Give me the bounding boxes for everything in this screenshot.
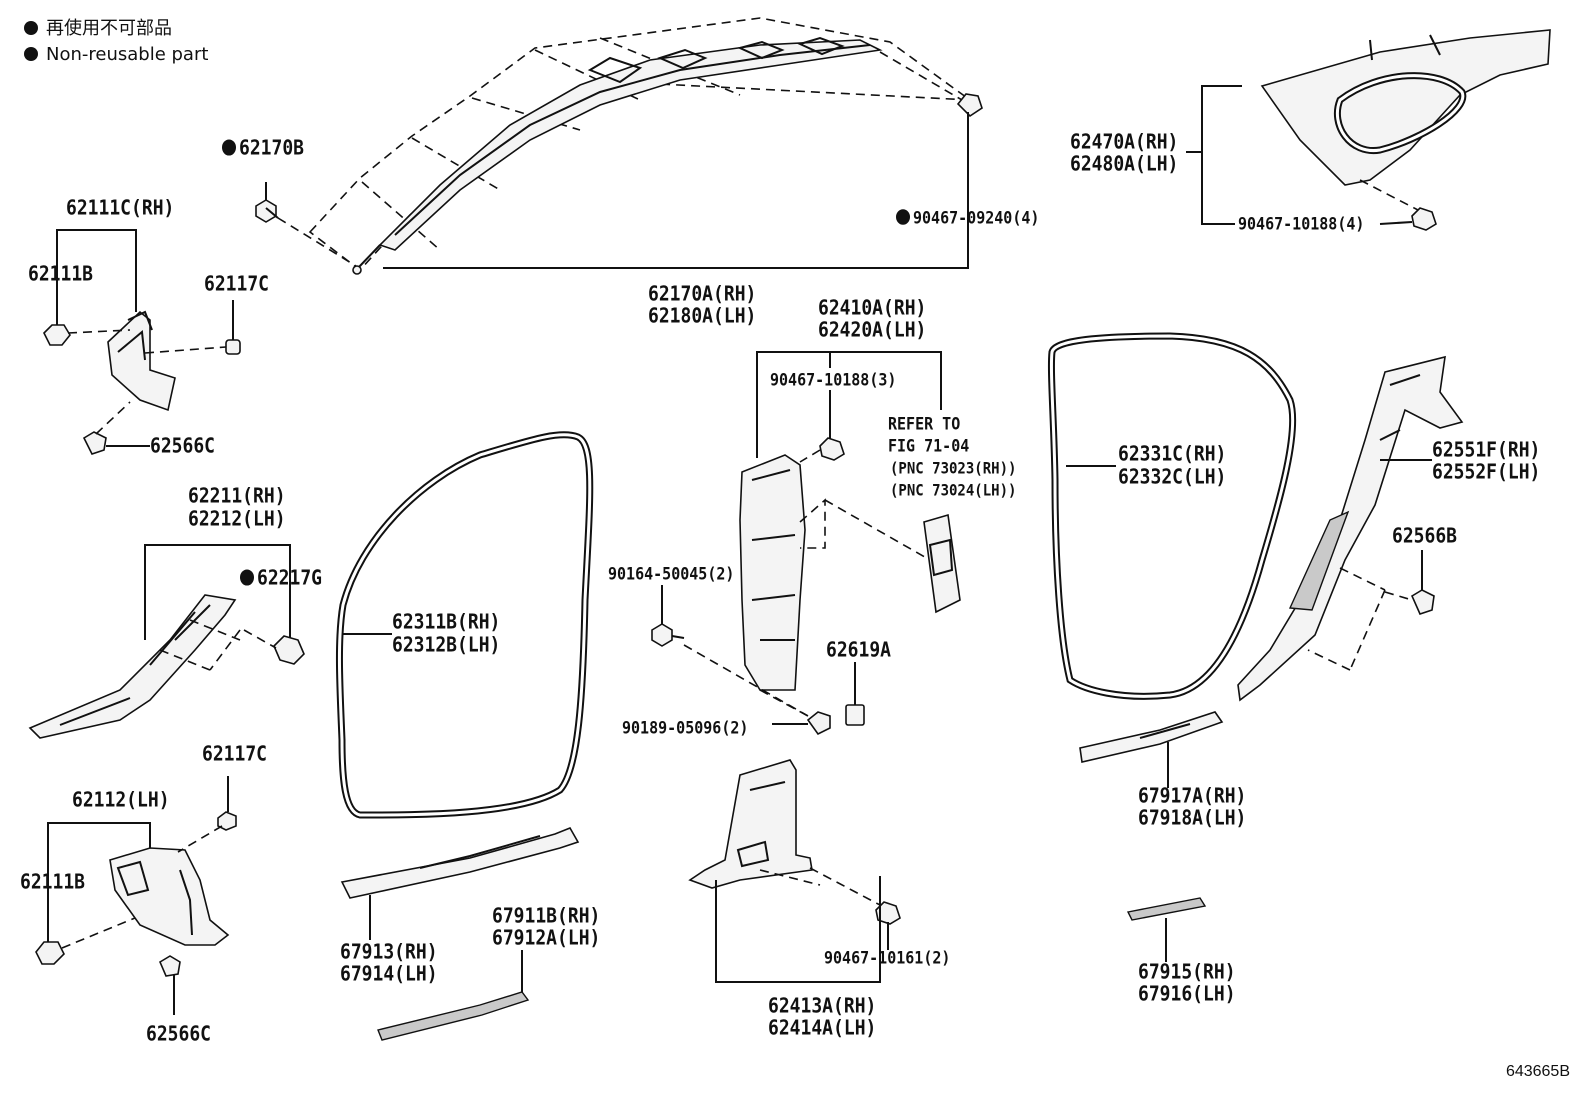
label-67918A-lh: 67918A(LH) xyxy=(1138,806,1247,831)
label-90467-10161: 90467-10161(2) xyxy=(824,948,951,968)
label-62552F-lh: 62552F(LH) xyxy=(1432,460,1541,485)
refer-line-3: (PNC 73023(RH)) xyxy=(890,459,1017,478)
label-62211-rh: 62211(RH) xyxy=(188,484,286,509)
label-62217G: 62217G xyxy=(240,566,322,591)
clip-90467-09240 xyxy=(956,93,983,122)
clip-90189-05096 xyxy=(806,711,831,736)
leader-62211 xyxy=(144,544,291,640)
leader-62410A xyxy=(756,351,942,458)
label-67916-lh: 67916(LH) xyxy=(1138,982,1236,1007)
label-62413A-rh: 62413A(RH) xyxy=(768,994,877,1019)
refer-line-4: (PNC 73024(LH)) xyxy=(890,481,1017,500)
legend-jp: 再使用不可部品 xyxy=(24,18,172,40)
leader-62111C xyxy=(56,229,137,312)
label-62111B-top: 62111B xyxy=(28,262,94,287)
label-90467-10188-3: 90467-10188(3) xyxy=(770,370,897,390)
figure-id: 643665B xyxy=(1505,1063,1570,1080)
label-62117C-bottom: 62117C xyxy=(202,742,268,767)
curtain-airbag-illustration xyxy=(308,17,973,275)
clip-62566C-top xyxy=(82,431,107,455)
legend-en: Non-reusable part xyxy=(24,44,208,66)
cowl-trim-62112 xyxy=(109,847,230,946)
label-62170A-rh: 62170A(RH) xyxy=(648,282,757,307)
label-62180A-lh: 62180A(LH) xyxy=(648,304,757,329)
label-62410A-rh: 62410A(RH) xyxy=(818,296,927,321)
label-67917A-rh: 67917A(RH) xyxy=(1138,784,1247,809)
bolt-90164-50045 xyxy=(651,623,685,647)
label-67914-lh: 67914(LH) xyxy=(340,962,438,987)
seat-belt-anchor-cover xyxy=(923,513,961,614)
leader-62470A xyxy=(1201,85,1242,225)
label-62619A: 62619A xyxy=(826,638,892,663)
label-62170B: 62170B xyxy=(222,136,304,161)
scuff-plate-67911B xyxy=(377,991,530,1041)
label-62112-lh: 62112(LH) xyxy=(72,788,170,813)
scuff-plate-67913 xyxy=(340,826,580,899)
non-reusable-dot-icon xyxy=(896,209,910,225)
scuff-plate-67917A xyxy=(1079,711,1224,763)
clip-62217G xyxy=(273,635,305,665)
center-pillar-lower-62413A xyxy=(688,759,813,889)
label-90164-50045: 90164-50045(2) xyxy=(608,564,735,584)
clip-90467-10188-4 xyxy=(1411,207,1437,231)
leader-62170A xyxy=(383,112,969,269)
label-67912A-lh: 67912A(LH) xyxy=(492,926,601,951)
clip-90467-10161 xyxy=(875,901,901,925)
nut-62117C-top xyxy=(225,339,241,355)
clip-62619A xyxy=(845,704,865,726)
label-90467-09240: 90467-09240(4) xyxy=(896,206,1039,230)
label-62420A-lh: 62420A(LH) xyxy=(818,318,927,343)
label-62551F-rh: 62551F(RH) xyxy=(1432,438,1541,463)
non-reusable-dot-icon xyxy=(222,139,236,156)
label-90467-10188-4: 90467-10188(4) xyxy=(1238,214,1365,234)
rear-door-weatherstrip-62331C xyxy=(1047,332,1297,700)
label-67913-rh: 67913(RH) xyxy=(340,940,438,965)
cowl-trim-62111C xyxy=(107,310,176,412)
label-62332C-lh: 62332C(LH) xyxy=(1118,465,1227,490)
label-62212-lh: 62212(LH) xyxy=(188,507,286,532)
label-62117C-top: 62117C xyxy=(204,272,270,297)
quarter-garnish-62470A xyxy=(1260,29,1551,186)
label-62566C-top: 62566C xyxy=(150,434,216,459)
clip-62566B xyxy=(1410,589,1435,615)
label-62111B-bottom: 62111B xyxy=(20,870,86,895)
clip-62111B-top xyxy=(43,324,71,346)
non-reusable-dot-icon xyxy=(24,21,38,35)
non-reusable-dot-icon xyxy=(240,569,254,586)
label-62566C-bottom: 62566C xyxy=(146,1022,212,1047)
leader-62112 xyxy=(47,822,151,900)
non-reusable-dot-icon xyxy=(24,47,38,61)
bolt-62170B xyxy=(255,182,279,223)
label-62480A-lh: 62480A(LH) xyxy=(1070,152,1179,177)
clip-62566C-bottom xyxy=(158,955,181,977)
refer-line-1: REFER TO xyxy=(888,414,961,434)
quarter-trim-62551F xyxy=(1237,355,1464,702)
label-62566B: 62566B xyxy=(1392,524,1458,549)
leader-62413A xyxy=(715,876,881,983)
label-62414A-lh: 62414A(LH) xyxy=(768,1016,877,1041)
nut-62117C-bottom xyxy=(217,811,237,831)
label-62312B-lh: 62312B(LH) xyxy=(392,633,501,658)
label-67911B-rh: 67911B(RH) xyxy=(492,904,601,929)
label-62111C-rh: 62111C(RH) xyxy=(66,196,175,221)
label-62311B-rh: 62311B(RH) xyxy=(392,610,501,635)
label-62470A-rh: 62470A(RH) xyxy=(1070,130,1179,155)
label-67915-rh: 67915(RH) xyxy=(1138,960,1236,985)
pillar-garnish-62211 xyxy=(28,594,241,739)
center-pillar-upper-62410A xyxy=(739,454,806,691)
clip-90467-10188-3 xyxy=(819,437,845,461)
label-62331C-rh: 62331C(RH) xyxy=(1118,442,1227,467)
front-door-weatherstrip-62311B xyxy=(335,431,594,819)
clip-62111B-bottom xyxy=(35,941,65,965)
label-90189-05096: 90189-05096(2) xyxy=(622,718,749,738)
scuff-plate-67915 xyxy=(1126,897,1207,921)
refer-line-2: FIG 71-04 xyxy=(888,436,970,456)
